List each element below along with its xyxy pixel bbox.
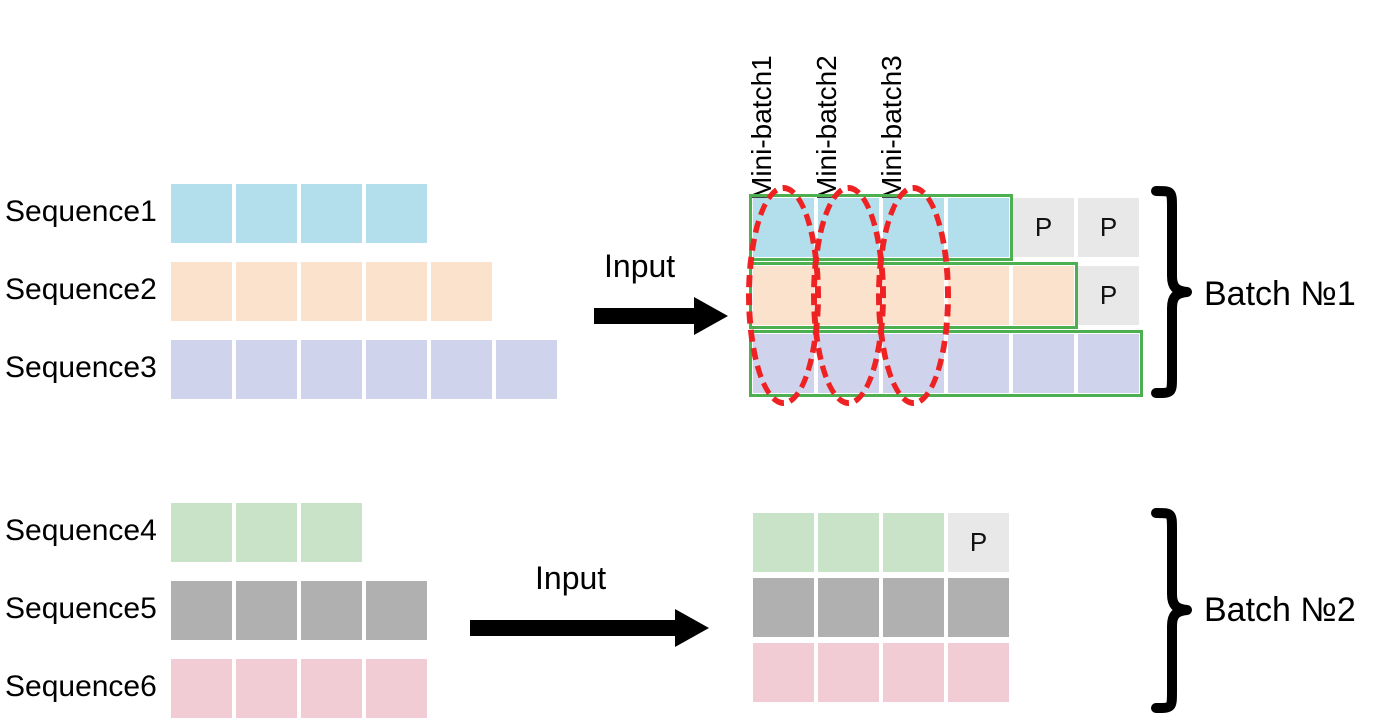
input-arrow-label-1: Input <box>604 248 676 284</box>
batch2-cell-r1-c1 <box>753 513 814 572</box>
batch2-pad-cell-r1: P <box>948 513 1009 572</box>
batch1-cell-r3-c5 <box>1013 334 1074 393</box>
batch1-cell-r2-c3 <box>301 262 362 321</box>
batch1-cell-r1-c1 <box>753 198 814 257</box>
batch2-cell-r1-c2 <box>236 503 297 562</box>
batch1-cell-r2-c2 <box>236 262 297 321</box>
batch1-cell-r2-c4 <box>948 266 1009 325</box>
batch2-cell-r3-c2 <box>236 659 297 718</box>
batch2-cell-r2-c3 <box>301 581 362 640</box>
batch1-pad-cell-r1: P <box>1013 198 1074 257</box>
batch2-cell-r3-c1 <box>753 643 814 702</box>
batch1-cell-r1-c4 <box>948 198 1009 257</box>
sequence-label-4: Sequence4 <box>5 514 157 547</box>
batch1-cell-r3-c2 <box>236 340 297 399</box>
batch1-cell-r2-c4 <box>366 262 427 321</box>
sequence-label-2: Sequence2 <box>5 273 157 306</box>
batch1-cell-r3-c6 <box>496 340 557 399</box>
batch1-cell-r3-c4 <box>366 340 427 399</box>
batch1-cell-r1-c2 <box>818 198 879 257</box>
input-arrow-label-2: Input <box>535 560 607 596</box>
sequence-label-3: Sequence3 <box>5 351 157 384</box>
sequence-label-1: Sequence1 <box>5 195 157 228</box>
batch1-cell-r3-c6 <box>1078 334 1139 393</box>
batch1-cell-r2-c1 <box>171 262 232 321</box>
batch1-cell-r3-c3 <box>883 334 944 393</box>
batch1-cell-r3-c3 <box>301 340 362 399</box>
batch2-cell-r3-c2 <box>818 643 879 702</box>
batch1-cell-r3-c1 <box>753 334 814 393</box>
batch2-cell-r3-c4 <box>948 643 1009 702</box>
batch2-cell-r1-c2 <box>818 513 879 572</box>
batch2-brace <box>1146 508 1192 713</box>
sequence-label-6: Sequence6 <box>5 670 157 703</box>
batch1-cell-r2-c3 <box>883 266 944 325</box>
batch2-cell-r3-c4 <box>366 659 427 718</box>
batch1-cell-r2-c5 <box>431 262 492 321</box>
batch2-cell-r2-c2 <box>236 581 297 640</box>
batch2-cell-r1-c1 <box>171 503 232 562</box>
batch2-cell-r1-c3 <box>883 513 944 572</box>
batch2-cell-r3-c1 <box>171 659 232 718</box>
batch2-cell-r2-c1 <box>171 581 232 640</box>
batch1-cell-r3-c5 <box>431 340 492 399</box>
batch2-label: Batch №2 <box>1204 591 1356 629</box>
batch1-label: Batch №1 <box>1204 275 1356 313</box>
batch1-cell-r2-c5 <box>1013 266 1074 325</box>
batch1-cell-r1-c2 <box>236 184 297 243</box>
batch2-cell-r2-c4 <box>366 581 427 640</box>
batch1-pad-cell-r1: P <box>1078 198 1139 257</box>
batch1-cell-r2-c2 <box>818 266 879 325</box>
batch1-cell-r3-c4 <box>948 334 1009 393</box>
batch2-cell-r2-c2 <box>818 578 879 637</box>
batch1-cell-r2-c1 <box>753 266 814 325</box>
batch2-cell-r2-c3 <box>883 578 944 637</box>
input-arrow-2 <box>470 607 710 649</box>
batch1-cell-r1-c3 <box>883 198 944 257</box>
batch2-cell-r2-c1 <box>753 578 814 637</box>
batch1-cell-r1-c4 <box>366 184 427 243</box>
batch1-cell-r3-c2 <box>818 334 879 393</box>
sequence-label-5: Sequence5 <box>5 592 157 625</box>
batch1-cell-r3-c1 <box>171 340 232 399</box>
input-arrow-1 <box>594 295 729 337</box>
batch2-cell-r3-c3 <box>883 643 944 702</box>
batch1-cell-r1-c1 <box>171 184 232 243</box>
batch1-pad-cell-r2: P <box>1078 266 1139 325</box>
batch2-cell-r1-c3 <box>301 503 362 562</box>
batch2-cell-r2-c4 <box>948 578 1009 637</box>
batch1-cell-r1-c3 <box>301 184 362 243</box>
batch2-cell-r3-c3 <box>301 659 362 718</box>
batch1-brace <box>1146 186 1192 398</box>
